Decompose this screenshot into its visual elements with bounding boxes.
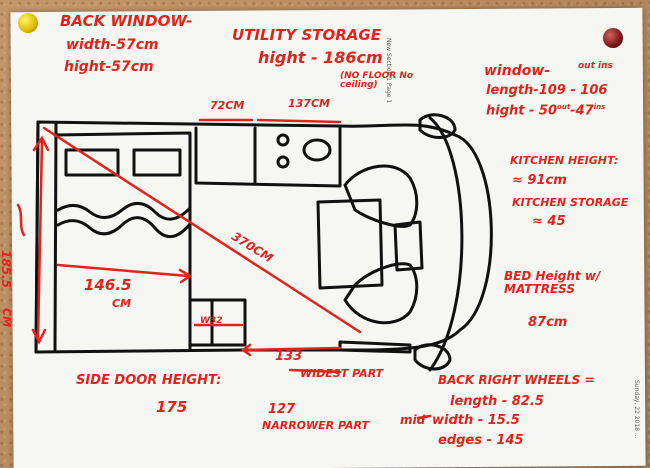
bed-height-value: 87cm xyxy=(528,315,568,330)
kitchen-height-value: ≈ 91cm xyxy=(512,173,567,188)
dim-137: 137CM xyxy=(288,97,330,110)
window-out-ins: out ins xyxy=(578,61,613,71)
window-title: window- xyxy=(484,63,551,79)
utility-storage-note: (NO FLOOR No ceiling) xyxy=(340,71,414,91)
arrow-185 xyxy=(31,135,50,345)
utility-storage-title: UTILITY STORAGE xyxy=(232,26,381,44)
scribble-strike xyxy=(16,203,342,374)
seat-front xyxy=(343,164,419,228)
arrow-146 xyxy=(56,263,193,284)
van-outline xyxy=(34,120,493,354)
printed-footer: Sunday, 22 2018 ... xyxy=(633,380,640,439)
widest-value: 133 xyxy=(275,349,303,364)
diagonal-370-line xyxy=(42,126,362,334)
back-right-length: length - 82.5 xyxy=(450,394,544,409)
side-door-title: SIDE DOOR HEIGHT: xyxy=(76,373,222,388)
dim-185-unit: CM xyxy=(0,308,13,328)
pointer-mid xyxy=(416,414,432,420)
narrower-label: NARROWER PART xyxy=(262,419,370,432)
bed-outline xyxy=(53,131,192,352)
bed-wave-1 xyxy=(56,202,192,221)
sink xyxy=(302,138,332,162)
mirror-top xyxy=(418,113,457,139)
back-right-mid: mid xyxy=(400,413,426,427)
kitchen-storage-value: ≈ 45 xyxy=(532,214,566,229)
seat-back xyxy=(343,262,419,325)
mirror-bottom xyxy=(413,343,452,371)
back-window-height: hight-57cm xyxy=(64,59,154,75)
kitchen-storage-title: KITCHEN STORAGE xyxy=(512,196,629,209)
arrow-133 xyxy=(240,343,342,357)
back-right-width: width - 15.5 xyxy=(432,413,520,428)
bed-wave-2 xyxy=(56,216,192,238)
red-pushpin xyxy=(603,28,623,48)
widest-label: WIDEST PART xyxy=(300,367,384,380)
back-wall xyxy=(34,120,58,354)
hob-burner-2 xyxy=(276,155,290,169)
arrow-137 xyxy=(256,118,342,124)
pillow-right xyxy=(132,148,182,177)
dim-146-unit: CM xyxy=(112,297,132,310)
window-height: hight - 50out-47ins xyxy=(486,103,606,119)
hob-burner-1 xyxy=(276,133,290,147)
window-length: length-109 - 106 xyxy=(486,83,608,98)
table xyxy=(316,198,384,290)
printed-header: New Section 1 Page 1 xyxy=(385,38,392,104)
bed-height-title: BED Height w/ MATTRESS xyxy=(504,269,601,296)
small-cabinet xyxy=(188,298,247,347)
narrower-value: 127 xyxy=(268,402,296,417)
back-window-title: BACK WINDOW- xyxy=(60,12,193,30)
back-window-width: width-57cm xyxy=(66,37,159,53)
back-right-title: BACK RIGHT WHEELS = xyxy=(438,373,595,387)
dim-185: 185.5 xyxy=(0,250,13,288)
kitchen-height-title: KITCHEN HEIGHT: xyxy=(510,154,619,167)
sliding-door xyxy=(338,340,412,354)
side-door-value: 175 xyxy=(156,398,188,416)
kitchen-counter xyxy=(194,126,342,188)
utility-storage-height: hight - 186cm xyxy=(258,48,383,67)
door-small-dim: W32 xyxy=(200,316,223,326)
yellow-pushpin xyxy=(18,13,38,33)
dim-72: 72CM xyxy=(210,99,245,112)
back-right-edges: edges - 145 xyxy=(438,433,524,448)
driver-seat xyxy=(393,220,424,272)
dim-146: 146.5 xyxy=(84,276,132,294)
